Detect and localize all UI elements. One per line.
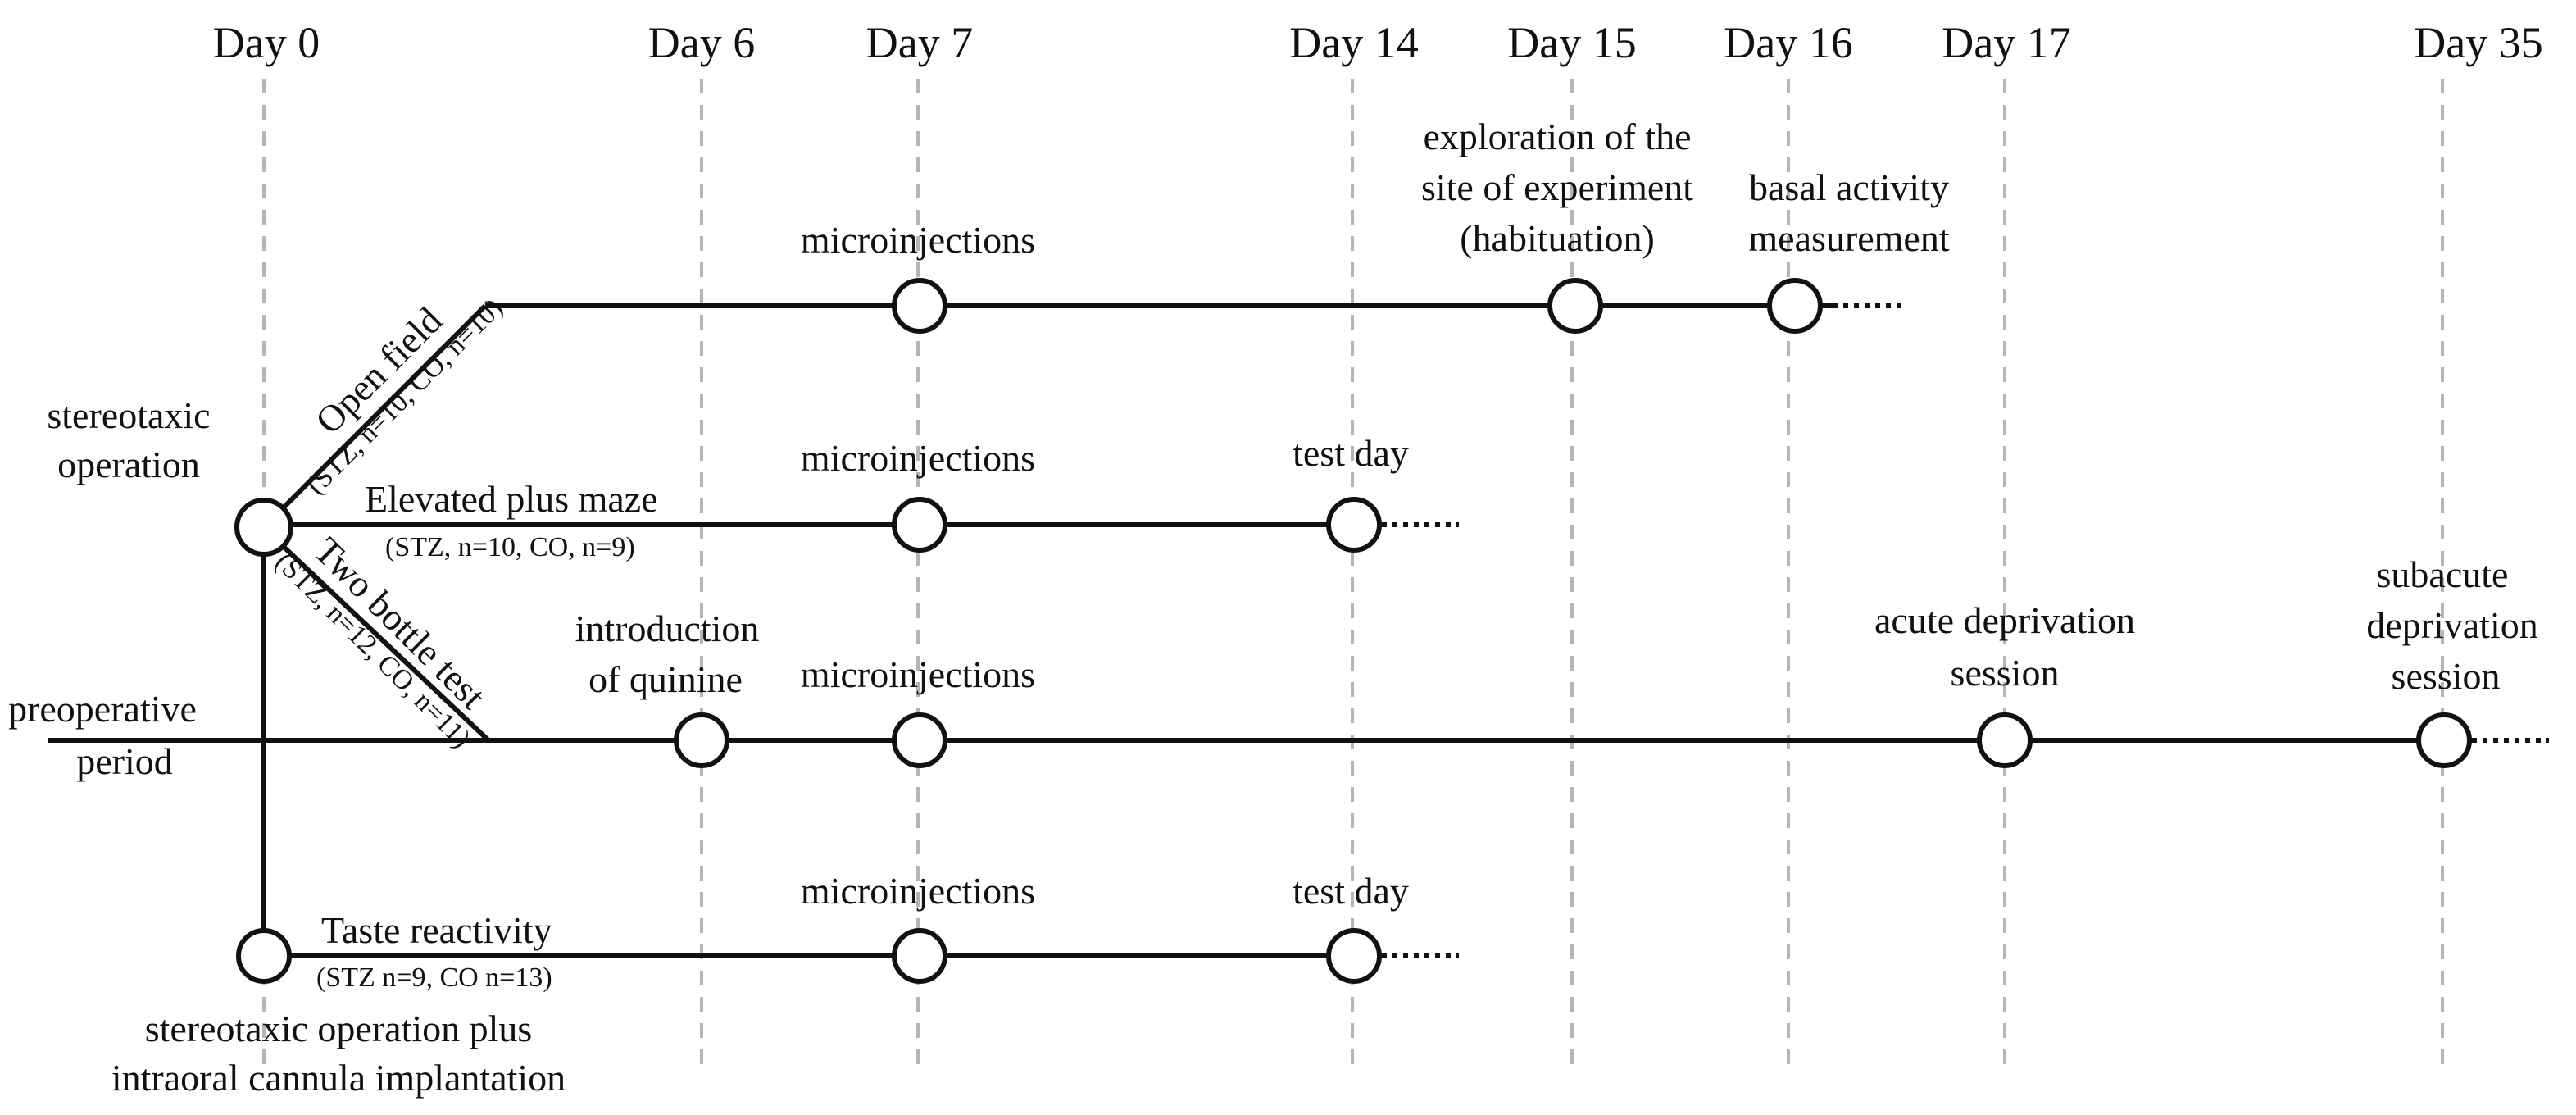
basal-activity-node [1767, 278, 1823, 334]
preoperative-line-2: period [76, 740, 173, 782]
quinine-label: introduction of quinine [575, 608, 760, 700]
day-guide-lines [262, 79, 2444, 1066]
day-label: Day 15 [1507, 18, 1636, 67]
two-bottle-microinjections-label: microinjections [801, 653, 1035, 695]
day-label: Day 0 [213, 18, 320, 67]
taste-name: Taste reactivity [321, 909, 552, 951]
branch-lines [264, 303, 2549, 958]
open-field-branch-label: Open field (STZ, n=10, CO, n=10) [301, 293, 509, 501]
open-field-microinjections-label: microinjections [801, 219, 1035, 261]
day-headers: Day 0 Day 6 Day 7 Day 14 Day 15 Day 16 D… [213, 18, 2543, 67]
taste-microinjection-node [892, 928, 947, 984]
day-label: Day 35 [2414, 18, 2542, 67]
day-label: Day 7 [866, 18, 973, 67]
stereotaxic-operation-label: stereotaxic operation [47, 394, 210, 485]
day-label: Day 16 [1724, 18, 1852, 67]
basal-line-1: basal activity [1749, 166, 1949, 208]
quinine-node [674, 712, 729, 768]
cannula-label: stereotaxic operation plus intraoral can… [111, 1008, 566, 1099]
habituation-line-2: site of experiment [1421, 166, 1693, 208]
subacute-deprivation-label: subacute deprivation session [2366, 553, 2538, 697]
timeline-nodes [234, 278, 2472, 984]
subacute-line-3: session [2392, 655, 2501, 697]
subacute-line-2: deprivation [2366, 604, 2538, 646]
epm-test-day-label: test day [1293, 432, 1409, 474]
cannula-operation-node [236, 928, 292, 984]
day-label: Day 14 [1289, 18, 1418, 67]
stereotaxic-line-1: stereotaxic [47, 394, 210, 436]
acute-line-2: session [1951, 652, 2060, 694]
two-bottle-microinjection-node [892, 712, 947, 768]
stereotaxic-line-2: operation [57, 444, 200, 485]
acute-line-1: acute deprivation [1874, 599, 2135, 641]
habituation-label: exploration of the site of experiment (h… [1421, 116, 1693, 259]
epm-microinjection-node [892, 497, 947, 553]
basal-line-2: measurement [1748, 217, 1949, 259]
preoperative-label: preoperative period [8, 688, 197, 782]
cannula-line-1: stereotaxic operation plus [145, 1008, 533, 1049]
quinine-line-2: of quinine [588, 658, 743, 700]
stereotaxic-operation-node [234, 498, 293, 557]
basal-activity-label: basal activity measurement [1748, 166, 1949, 259]
habituation-line-3: (habituation) [1460, 217, 1655, 259]
day-label: Day 17 [1942, 18, 2070, 67]
taste-microinjections-label: microinjections [801, 870, 1035, 912]
taste-test-day-label: test day [1293, 870, 1409, 912]
preoperative-line-1: preoperative [8, 688, 197, 730]
epm-test-day-node [1326, 497, 1382, 553]
open-field-microinjection-node [892, 278, 947, 334]
epm-microinjections-label: microinjections [801, 437, 1035, 479]
acute-deprivation-label: acute deprivation session [1874, 599, 2135, 694]
subacute-line-1: subacute [2377, 553, 2509, 595]
taste-test-day-node [1326, 928, 1382, 984]
day-label: Day 6 [648, 18, 755, 67]
cannula-line-2: intraoral cannula implantation [111, 1057, 566, 1099]
taste-groups: (STZ n=9, CO n=13) [316, 963, 552, 993]
habituation-node [1547, 278, 1603, 334]
acute-deprivation-node [1977, 712, 2033, 768]
epm-name: Elevated plus maze [365, 478, 658, 520]
epm-groups: (STZ, n=10, CO, n=9) [385, 532, 635, 562]
subacute-deprivation-node [2416, 712, 2472, 768]
habituation-line-1: exploration of the [1423, 116, 1691, 157]
quinine-line-1: introduction [575, 608, 760, 649]
